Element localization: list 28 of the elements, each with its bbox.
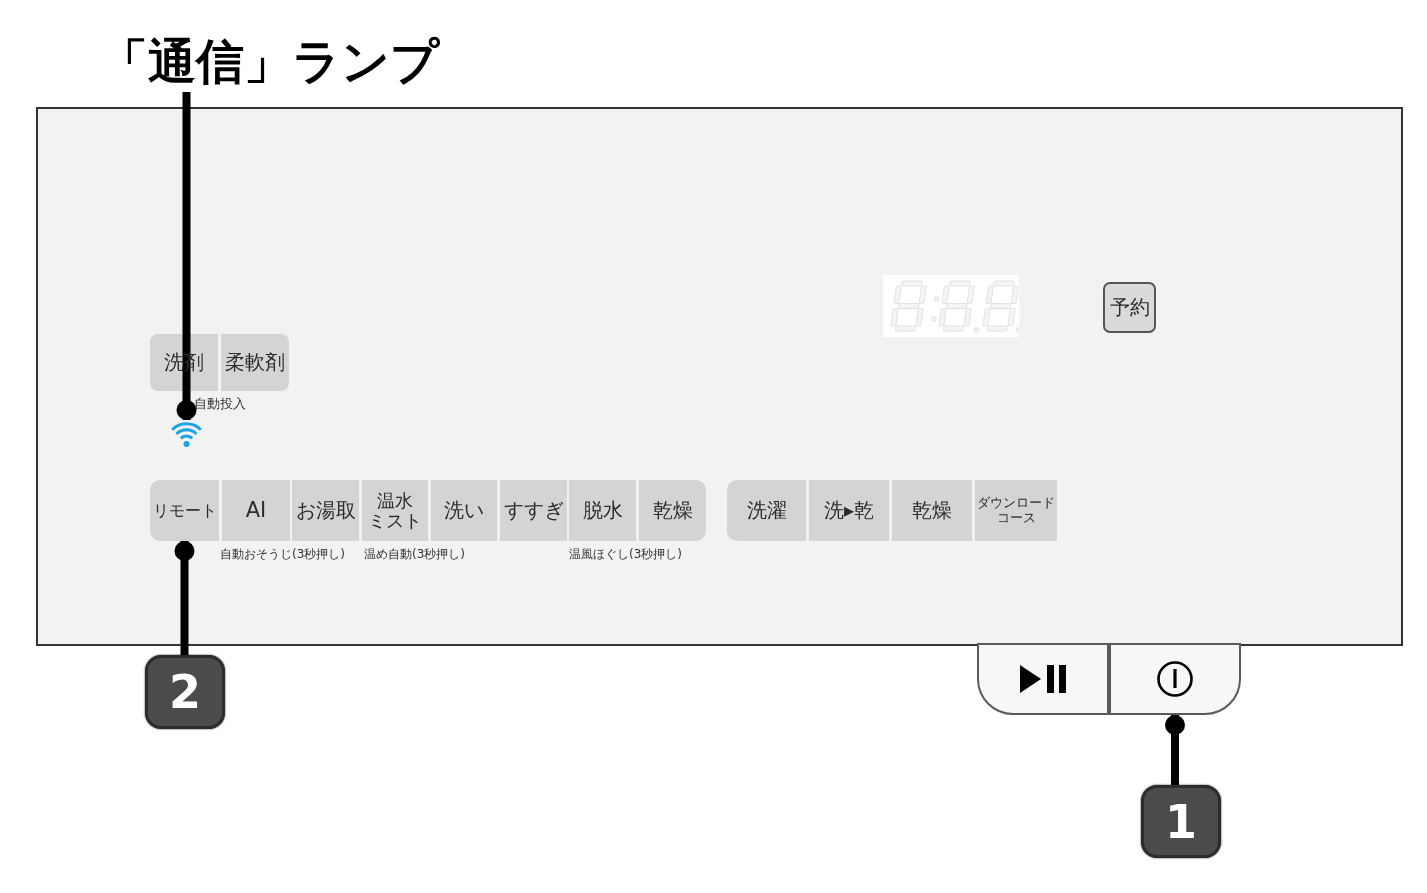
callout-number: 1 (1141, 785, 1221, 858)
panel-button: 温水ミスト (362, 480, 428, 541)
panel-button: 洗濯 (727, 480, 806, 541)
panel-button: 洗▸乾 (809, 480, 889, 541)
button-caption: 自動おそうじ(3秒押し) (220, 547, 345, 562)
play-pause-button (977, 643, 1109, 715)
power-button (1109, 643, 1241, 715)
panel-button: リモート (150, 480, 219, 541)
button-caption: 温め自動(3秒押し) (364, 547, 465, 562)
panel-button: 柔軟剤 (221, 334, 289, 391)
callout-label: 「通信」ランプ (100, 30, 445, 92)
button-caption: 自動投入 (194, 396, 246, 412)
leader-line (176, 92, 197, 420)
panel-button: 洗い (431, 480, 497, 541)
control-panel (36, 107, 1403, 646)
leader-line (174, 541, 195, 655)
wifi-icon (171, 420, 202, 448)
button-caption: 温風ほぐし(3秒押し) (569, 547, 682, 562)
panel-button: 脱水 (569, 480, 636, 541)
callout-number: 2 (145, 655, 225, 729)
panel-button: AI (222, 480, 290, 541)
panel-button: お湯取 (292, 480, 359, 541)
panel-button: すすぎ (500, 480, 567, 541)
panel-button: 乾燥 (639, 480, 706, 541)
leader-line (1165, 715, 1185, 785)
panel-button: 予約 (1103, 282, 1156, 333)
panel-button: 乾燥 (892, 480, 972, 541)
panel-button: ダウンロードコース (975, 480, 1057, 541)
